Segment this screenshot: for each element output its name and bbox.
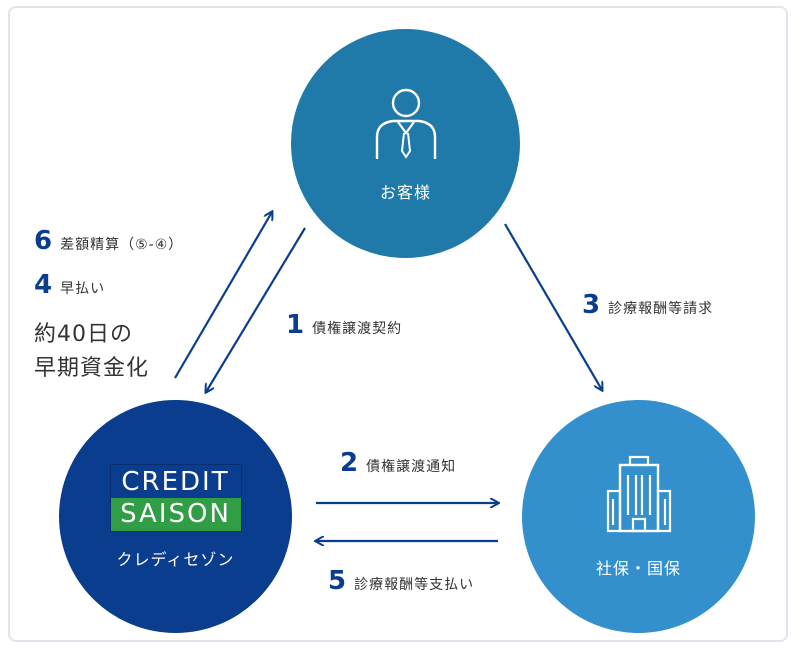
credit-saison-logo: CREDIT SAISON: [109, 463, 242, 532]
arrow-customer-to-insurance: [504, 223, 602, 390]
logo-credit-text: CREDIT: [110, 464, 241, 498]
step-2-number: 2: [340, 448, 359, 478]
insurance-node: 社保・国保: [522, 400, 755, 633]
customer-node: お客様: [291, 29, 520, 258]
step-6-label: 6 差額精算（⑤-④）: [34, 226, 183, 256]
step-1-text: 債権譲渡契約: [312, 321, 403, 337]
logo-saison-text: SAISON: [110, 497, 241, 531]
note-line-1: 約40日の: [34, 322, 133, 347]
step-4-number: 4: [34, 270, 53, 300]
step-6-text: 差額精算（⑤-④）: [60, 237, 184, 253]
step-5-label: 5 診療報酬等支払い: [328, 566, 474, 596]
step-6-number: 6: [34, 226, 53, 256]
step-5-text: 診療報酬等支払い: [354, 577, 475, 593]
early-funding-note: 約40日の 早期資金化: [34, 318, 149, 386]
person-icon: [375, 88, 436, 159]
step-2-text: 債権譲渡通知: [366, 459, 457, 475]
step-2-label: 2 債権譲渡通知: [340, 448, 456, 478]
note-line-2: 早期資金化: [34, 356, 150, 381]
step-3-text: 診療報酬等請求: [608, 301, 714, 317]
customer-label: お客様: [379, 182, 431, 202]
building-icon: [606, 455, 671, 532]
step-4-label: 4 早払い: [34, 270, 105, 300]
arrow-saison-to-customer: [174, 212, 272, 379]
step-3-number: 3: [582, 290, 601, 320]
step-4-text: 早払い: [60, 281, 106, 297]
step-5-number: 5: [328, 566, 347, 596]
credit-saison-label: クレディセゾン: [116, 549, 235, 569]
insurance-label: 社保・国保: [595, 558, 681, 578]
arrow-customer-to-saison: [206, 227, 306, 392]
step-1-number: 1: [286, 310, 305, 340]
step-1-label: 1 債権譲渡契約: [286, 310, 402, 340]
step-3-label: 3 診療報酬等請求: [582, 290, 713, 320]
credit-saison-node: CREDIT SAISON クレディセゾン: [59, 400, 292, 633]
